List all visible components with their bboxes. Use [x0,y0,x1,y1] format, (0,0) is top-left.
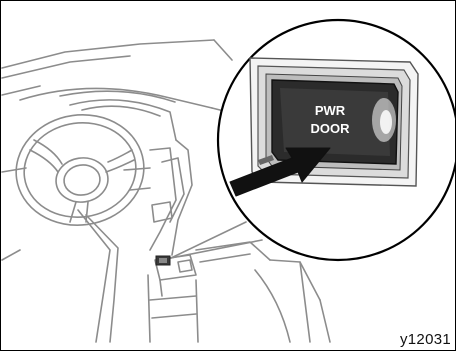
figure-code: y12031 [400,331,451,348]
